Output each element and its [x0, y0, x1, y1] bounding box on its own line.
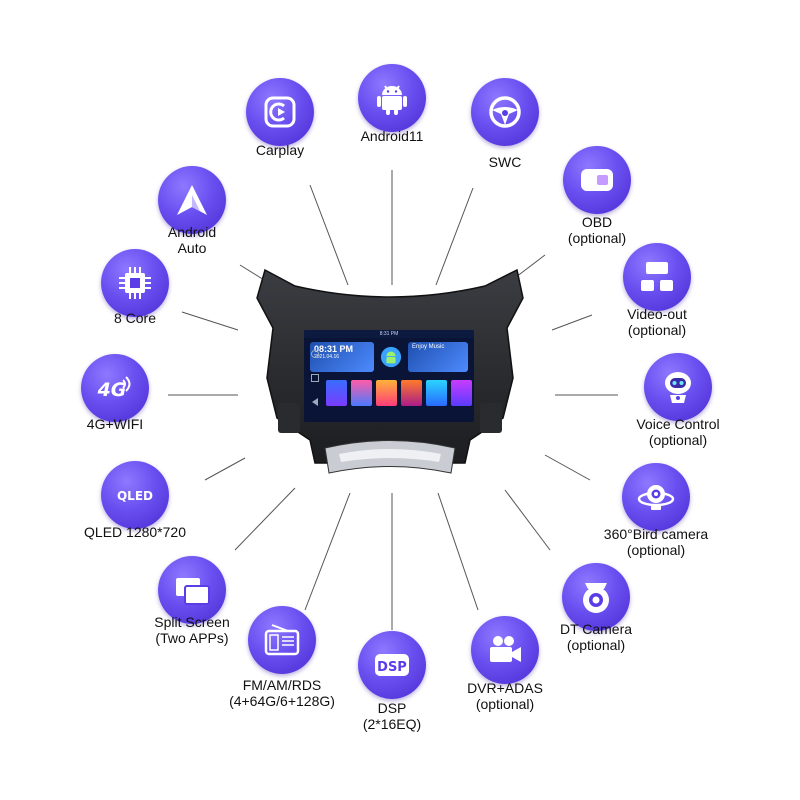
app-tile[interactable] [401, 380, 422, 406]
obd-icon [563, 146, 631, 214]
music-title: Enjoy Music [412, 344, 445, 350]
feature-label: Voice Control(optional) [598, 416, 758, 448]
360-camera-icon [622, 463, 690, 531]
nav-circle-icon[interactable] [311, 350, 319, 358]
app-tile[interactable] [426, 380, 447, 406]
video-out-icon [623, 243, 691, 311]
feature-label-line: 8 Core [113, 310, 157, 326]
nav-square-icon[interactable] [311, 374, 319, 382]
feature-label-line: (2*16EQ) [362, 716, 422, 732]
dvr-camera-icon [471, 616, 539, 684]
android-robot-icon [358, 64, 426, 132]
feature-label: 4G+WIFI [35, 416, 195, 432]
clock-widget[interactable]: 08:31 PM 2021.04.16 [310, 342, 374, 372]
app-tile[interactable] [451, 380, 472, 406]
feature-label-line: (optional) [566, 637, 626, 653]
feature-label-line: DSP [377, 700, 407, 716]
dt-camera-icon [562, 563, 630, 631]
voice-robot-icon [644, 353, 712, 421]
music-widget[interactable]: Enjoy Music [408, 342, 468, 372]
feature-label-line: (optional) [627, 322, 687, 338]
feature-label: OBD(optional) [517, 214, 677, 246]
feature-label: Android11 [312, 128, 472, 144]
feature-label-line: (optional) [648, 432, 708, 448]
feature-label: QLED 1280*720 [55, 524, 215, 540]
feature-label-line: FM/AM/RDS [242, 677, 322, 693]
feature-label-line: SWC [488, 154, 522, 170]
feature-label: 360°Bird camera(optional) [576, 526, 736, 558]
qled-icon: QLED [101, 461, 169, 529]
feature-label: Carplay [200, 142, 360, 158]
app-tile[interactable] [326, 380, 347, 406]
nav-back-icon[interactable] [312, 398, 318, 406]
head-unit-screen: 8:31 PM 08:31 PM 2021.04.16 Enjoy Music [304, 330, 474, 422]
feature-label-line: Carplay [255, 142, 305, 158]
feature-label-line: Voice Control [636, 416, 720, 432]
svg-text:4G: 4G [97, 379, 127, 401]
feature-label-line: (4+64G/6+128G) [229, 693, 335, 709]
feature-label-line: Video-out [627, 306, 687, 322]
feature-label: FM/AM/RDS(4+64G/6+128G) [202, 677, 362, 709]
android-auto-icon [158, 166, 226, 234]
feature-label-line: 360°Bird camera [603, 526, 709, 542]
carplay-icon [246, 78, 314, 146]
clock-date: 2021.04.16 [314, 354, 340, 360]
feature-label-line: (optional) [626, 542, 686, 558]
app-tile[interactable] [351, 380, 372, 406]
feature-label: SWC [425, 154, 585, 170]
feature-label-line: (optional) [567, 230, 627, 246]
4g-icon: 4G [81, 354, 149, 422]
app-tile[interactable] [376, 380, 397, 406]
feature-label-line: QLED 1280*720 [84, 524, 186, 540]
chip-icon [101, 249, 169, 317]
feature-label-line: DT Camera [559, 621, 633, 637]
feature-label-line: Android [167, 224, 217, 240]
clock-time: 08:31 PM [314, 344, 354, 354]
feature-label: Video-out(optional) [577, 306, 737, 338]
feature-label: DT Camera(optional) [516, 621, 676, 653]
feature-label-line: (optional) [475, 696, 535, 712]
feature-label-line: Android11 [360, 128, 424, 144]
feature-label-line: (Two APPs) [155, 630, 229, 646]
feature-label-line: 4G+WIFI [86, 416, 144, 432]
feature-label: 8 Core [55, 310, 215, 326]
app-row [326, 380, 472, 406]
dsp-icon: DSP [358, 631, 426, 699]
android-logo-icon [378, 342, 404, 372]
split-screen-icon [158, 556, 226, 624]
feature-label-line: Split Screen [154, 614, 230, 630]
feature-label: DSP(2*16EQ) [312, 700, 472, 732]
steering-wheel-icon [471, 78, 539, 146]
feature-label: DVR+ADAS(optional) [425, 680, 585, 712]
status-bar-time: 8:31 PM [304, 330, 474, 338]
feature-label-line: OBD [581, 214, 613, 230]
side-nav [308, 342, 322, 414]
svg-text:DSP: DSP [377, 660, 407, 675]
feature-label-line: Auto [177, 240, 207, 256]
feature-label-line: DVR+ADAS [467, 680, 543, 696]
feature-label: Split Screen(Two APPs) [112, 614, 272, 646]
radio-icon [248, 606, 316, 674]
svg-text:QLED: QLED [117, 489, 153, 503]
